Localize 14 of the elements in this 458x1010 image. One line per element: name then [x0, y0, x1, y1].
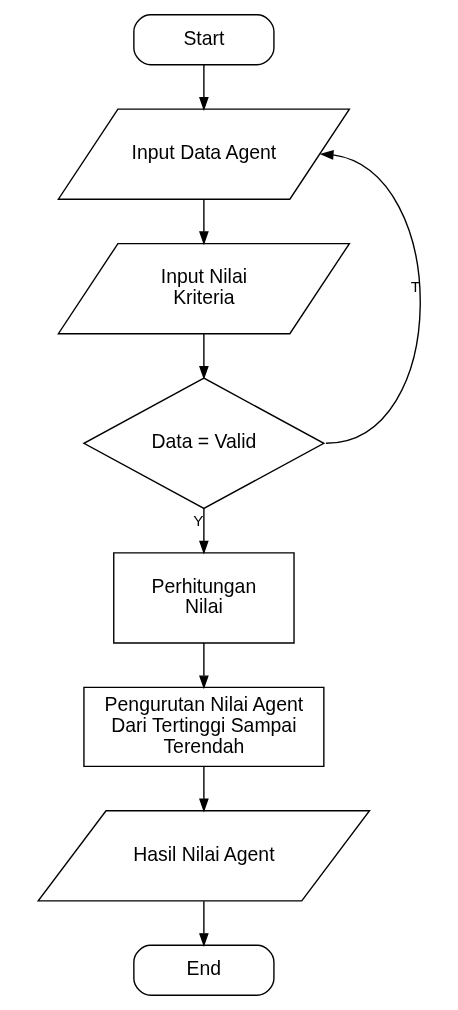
- arrow: [198, 64, 209, 111]
- arrow: [198, 766, 209, 813]
- arrow: [198, 507, 209, 555]
- node-box: Start: [132, 14, 275, 66]
- node-box: Perhitungan Nilai: [112, 552, 295, 644]
- arrow: [319, 150, 421, 444]
- edge-label: Y: [192, 511, 203, 529]
- node-diamond: Data = Valid: [81, 377, 325, 510]
- node-box: End: [132, 944, 275, 996]
- arrow: [198, 333, 209, 380]
- arrow: [198, 198, 209, 246]
- arrow: [198, 642, 209, 690]
- node-box: Pengurutan Nilai Agent Dari Tertinggi Sampai Terendah: [82, 686, 325, 768]
- arrow: [198, 900, 209, 948]
